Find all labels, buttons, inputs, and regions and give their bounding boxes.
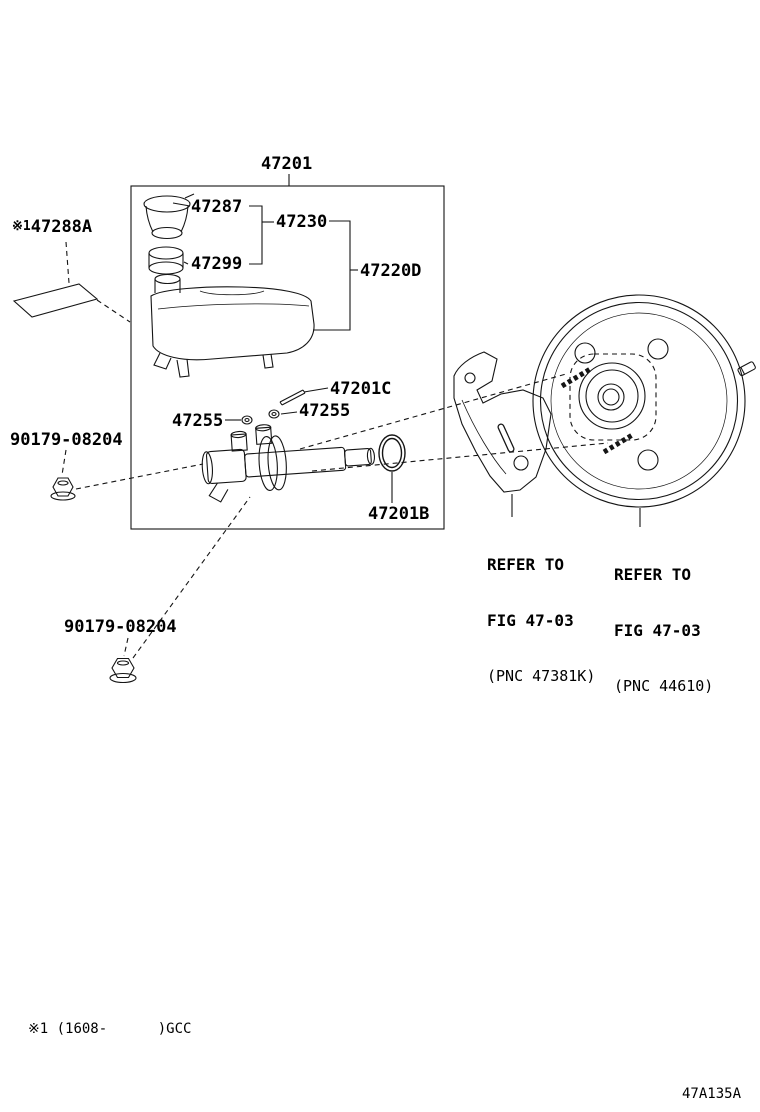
sticker-part-number: 47288A: [30, 217, 93, 237]
assembly-dashed-lines: [61, 241, 609, 659]
part-label-cap-subassembly: 47230: [276, 212, 328, 232]
reference-booster-pnc: (PNC 44610): [614, 677, 714, 695]
part-label-nut-upper: 90179-08204: [10, 430, 123, 450]
part-label-grommet-right: 47255: [299, 401, 351, 421]
assembly-box: [130, 185, 445, 530]
reference-note-booster: REFER TO FIG 47-03 (PNC 44610): [614, 529, 713, 733]
figure-code: 47A135A: [682, 1086, 742, 1102]
part-label-reservoir-assembly: 47220D: [360, 261, 422, 281]
grommet-drawings: [241, 409, 280, 425]
reference-bracket-line1: REFER TO: [487, 555, 565, 574]
part-label-main-assembly: 47201: [261, 154, 313, 174]
part-label-pin: 47201C: [330, 379, 392, 399]
brake-booster-drawing: [532, 294, 756, 508]
reference-bracket-line2: FIG 47-03: [487, 610, 574, 630]
reference-booster-line2: FIG 47-03: [614, 620, 701, 640]
bracket-drawing: [453, 351, 552, 493]
master-cylinder-drawing: [201, 424, 376, 503]
sticker-sheet-drawing: [12, 283, 99, 318]
o-ring-drawing: [378, 434, 406, 472]
reference-note-bracket: REFER TO FIG 47-03 (PNC 47381K): [487, 519, 595, 723]
flange-nut-lower-drawing: [109, 657, 137, 684]
footnote-applicability: ※1 (1608- )GCC: [28, 1021, 192, 1037]
pin-drawing: [279, 389, 306, 406]
reference-bracket-pnc: (PNC 47381K): [487, 667, 596, 685]
reservoir-cap-drawing: [143, 193, 195, 240]
part-label-o-ring: 47201B: [368, 504, 430, 524]
part-label-cap: 47287: [191, 197, 243, 217]
part-label-nut-lower: 90179-08204: [64, 617, 177, 637]
part-label-sticker: ※147288A: [12, 218, 92, 237]
reservoir-diaphragm-drawing: [148, 246, 184, 275]
part-label-diaphragm: 47299: [191, 254, 243, 274]
reference-booster-line1: REFER TO: [614, 565, 692, 584]
booster-stud-drawings: [560, 365, 636, 455]
leader-lines: [172, 202, 641, 527]
flange-nut-upper-drawing: [50, 477, 76, 501]
reservoir-drawing: [150, 273, 315, 378]
part-label-grommet-left: 47255: [172, 411, 224, 431]
sticker-note-marker: ※1: [12, 219, 31, 234]
